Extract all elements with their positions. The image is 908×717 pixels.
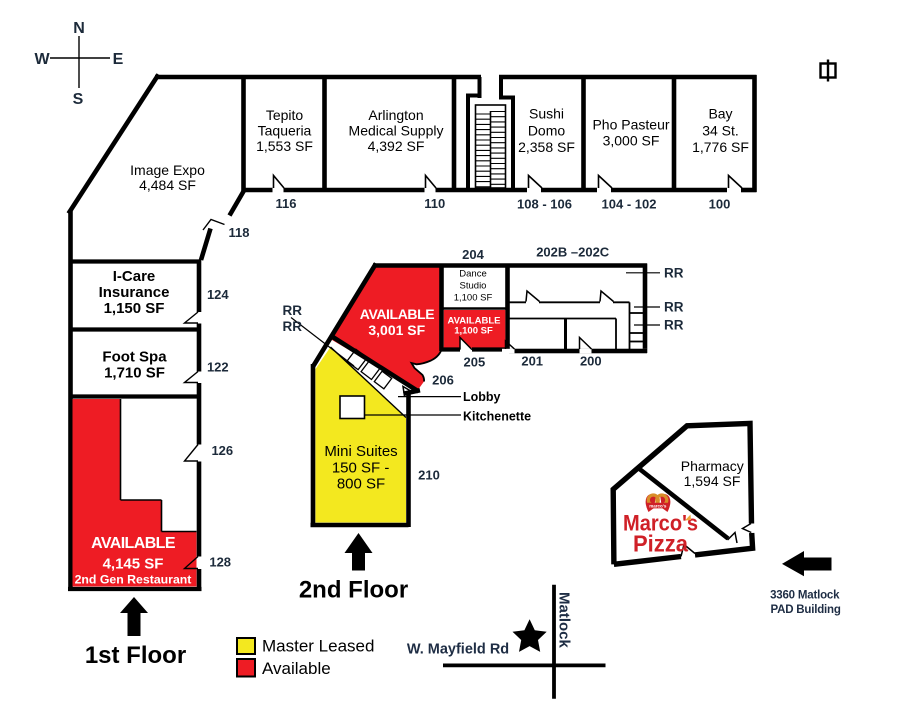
svg-text:Taqueria: Taqueria — [258, 123, 312, 139]
svg-text:Matlock: Matlock — [556, 592, 573, 649]
svg-text:206: 206 — [432, 373, 454, 388]
svg-text:34 St.: 34 St. — [702, 123, 739, 139]
svg-text:204: 204 — [462, 247, 484, 262]
svg-text:210: 210 — [418, 468, 440, 483]
svg-text:3,000 SF: 3,000 SF — [603, 133, 660, 149]
svg-text:Master Leased: Master Leased — [262, 637, 374, 656]
svg-text:118: 118 — [229, 225, 250, 240]
svg-text:Sushi: Sushi — [529, 106, 564, 122]
svg-text:N: N — [73, 20, 85, 37]
svg-text:RR: RR — [664, 318, 684, 333]
svg-text:2nd Floor: 2nd Floor — [299, 577, 408, 604]
svg-text:RR: RR — [283, 319, 303, 334]
svg-text:2,358 SF: 2,358 SF — [518, 139, 575, 155]
svg-text:2nd Gen Restaurant: 2nd Gen Restaurant — [75, 573, 192, 587]
svg-text:Available: Available — [262, 659, 331, 678]
svg-text:Medical Supply: Medical Supply — [349, 123, 444, 139]
svg-text:Lobby: Lobby — [463, 390, 501, 404]
svg-text:108 - 106: 108 - 106 — [517, 197, 572, 212]
svg-text:RR: RR — [664, 266, 684, 281]
svg-text:4,484 SF: 4,484 SF — [139, 177, 196, 193]
svg-text:150 SF -: 150 SF - — [332, 460, 390, 477]
svg-text:E: E — [113, 51, 124, 68]
svg-text:1,553 SF: 1,553 SF — [256, 138, 313, 154]
svg-text:AVAILABLE: AVAILABLE — [448, 315, 501, 326]
svg-text:PAD Building: PAD Building — [770, 604, 840, 616]
svg-text:126: 126 — [211, 443, 233, 458]
svg-text:AVAILABLE: AVAILABLE — [360, 306, 434, 322]
svg-text:201: 201 — [521, 354, 543, 369]
svg-text:Foot Spa: Foot Spa — [102, 349, 167, 366]
svg-text:1st Floor: 1st Floor — [85, 642, 186, 669]
svg-text:4,392 SF: 4,392 SF — [368, 138, 425, 154]
svg-text:Pizza: Pizza — [633, 531, 688, 557]
svg-text:Marco's: Marco's — [623, 511, 698, 536]
svg-text:1,710 SF: 1,710 SF — [104, 365, 165, 382]
svg-text:W. Mayfield Rd: W. Mayfield Rd — [407, 642, 509, 658]
svg-text:Tepito: Tepito — [266, 107, 304, 123]
svg-text:200: 200 — [580, 354, 602, 369]
svg-text:104 - 102: 104 - 102 — [602, 197, 657, 212]
svg-text:1,100 SF: 1,100 SF — [454, 293, 493, 304]
svg-text:4,145 SF: 4,145 SF — [103, 556, 164, 573]
svg-text:Studio: Studio — [460, 281, 487, 292]
svg-text:3,001 SF: 3,001 SF — [368, 322, 425, 338]
svg-text:205: 205 — [464, 355, 486, 370]
svg-text:1,776 SF: 1,776 SF — [692, 139, 749, 155]
svg-text:122: 122 — [207, 360, 229, 375]
svg-text:Pharmacy: Pharmacy — [681, 458, 744, 474]
svg-text:RR: RR — [283, 303, 303, 318]
svg-text:I-Care: I-Care — [113, 268, 156, 285]
svg-text:Domo: Domo — [528, 123, 566, 139]
svg-text:RR: RR — [664, 300, 684, 315]
svg-text:Kitchenette: Kitchenette — [463, 410, 531, 424]
svg-text:S: S — [73, 91, 84, 108]
svg-text:W: W — [34, 51, 50, 68]
svg-text:124: 124 — [207, 287, 229, 302]
svg-text:Dance: Dance — [459, 269, 486, 280]
svg-text:202B –202C: 202B –202C — [536, 245, 610, 260]
svg-text:1,594 SF: 1,594 SF — [684, 473, 741, 489]
svg-text:1,100 SF: 1,100 SF — [454, 325, 493, 336]
svg-text:Mini Suites: Mini Suites — [324, 443, 397, 460]
svg-text:128: 128 — [209, 555, 231, 570]
svg-text:116: 116 — [276, 196, 297, 211]
svg-text:800 SF: 800 SF — [337, 476, 385, 493]
svg-text:1,150 SF: 1,150 SF — [104, 300, 165, 317]
svg-text:Image Expo: Image Expo — [130, 162, 205, 178]
svg-text:Pho Pasteur: Pho Pasteur — [592, 117, 669, 133]
svg-text:Arlington: Arlington — [368, 107, 423, 123]
svg-text:Insurance: Insurance — [99, 284, 170, 301]
svg-text:AVAILABLE: AVAILABLE — [91, 535, 176, 552]
svg-text:marco's: marco's — [649, 504, 667, 509]
svg-text:3360 Matlock: 3360 Matlock — [770, 590, 840, 602]
svg-text:Bay: Bay — [708, 106, 732, 122]
svg-text:110: 110 — [424, 196, 445, 211]
svg-text:100: 100 — [709, 197, 731, 212]
